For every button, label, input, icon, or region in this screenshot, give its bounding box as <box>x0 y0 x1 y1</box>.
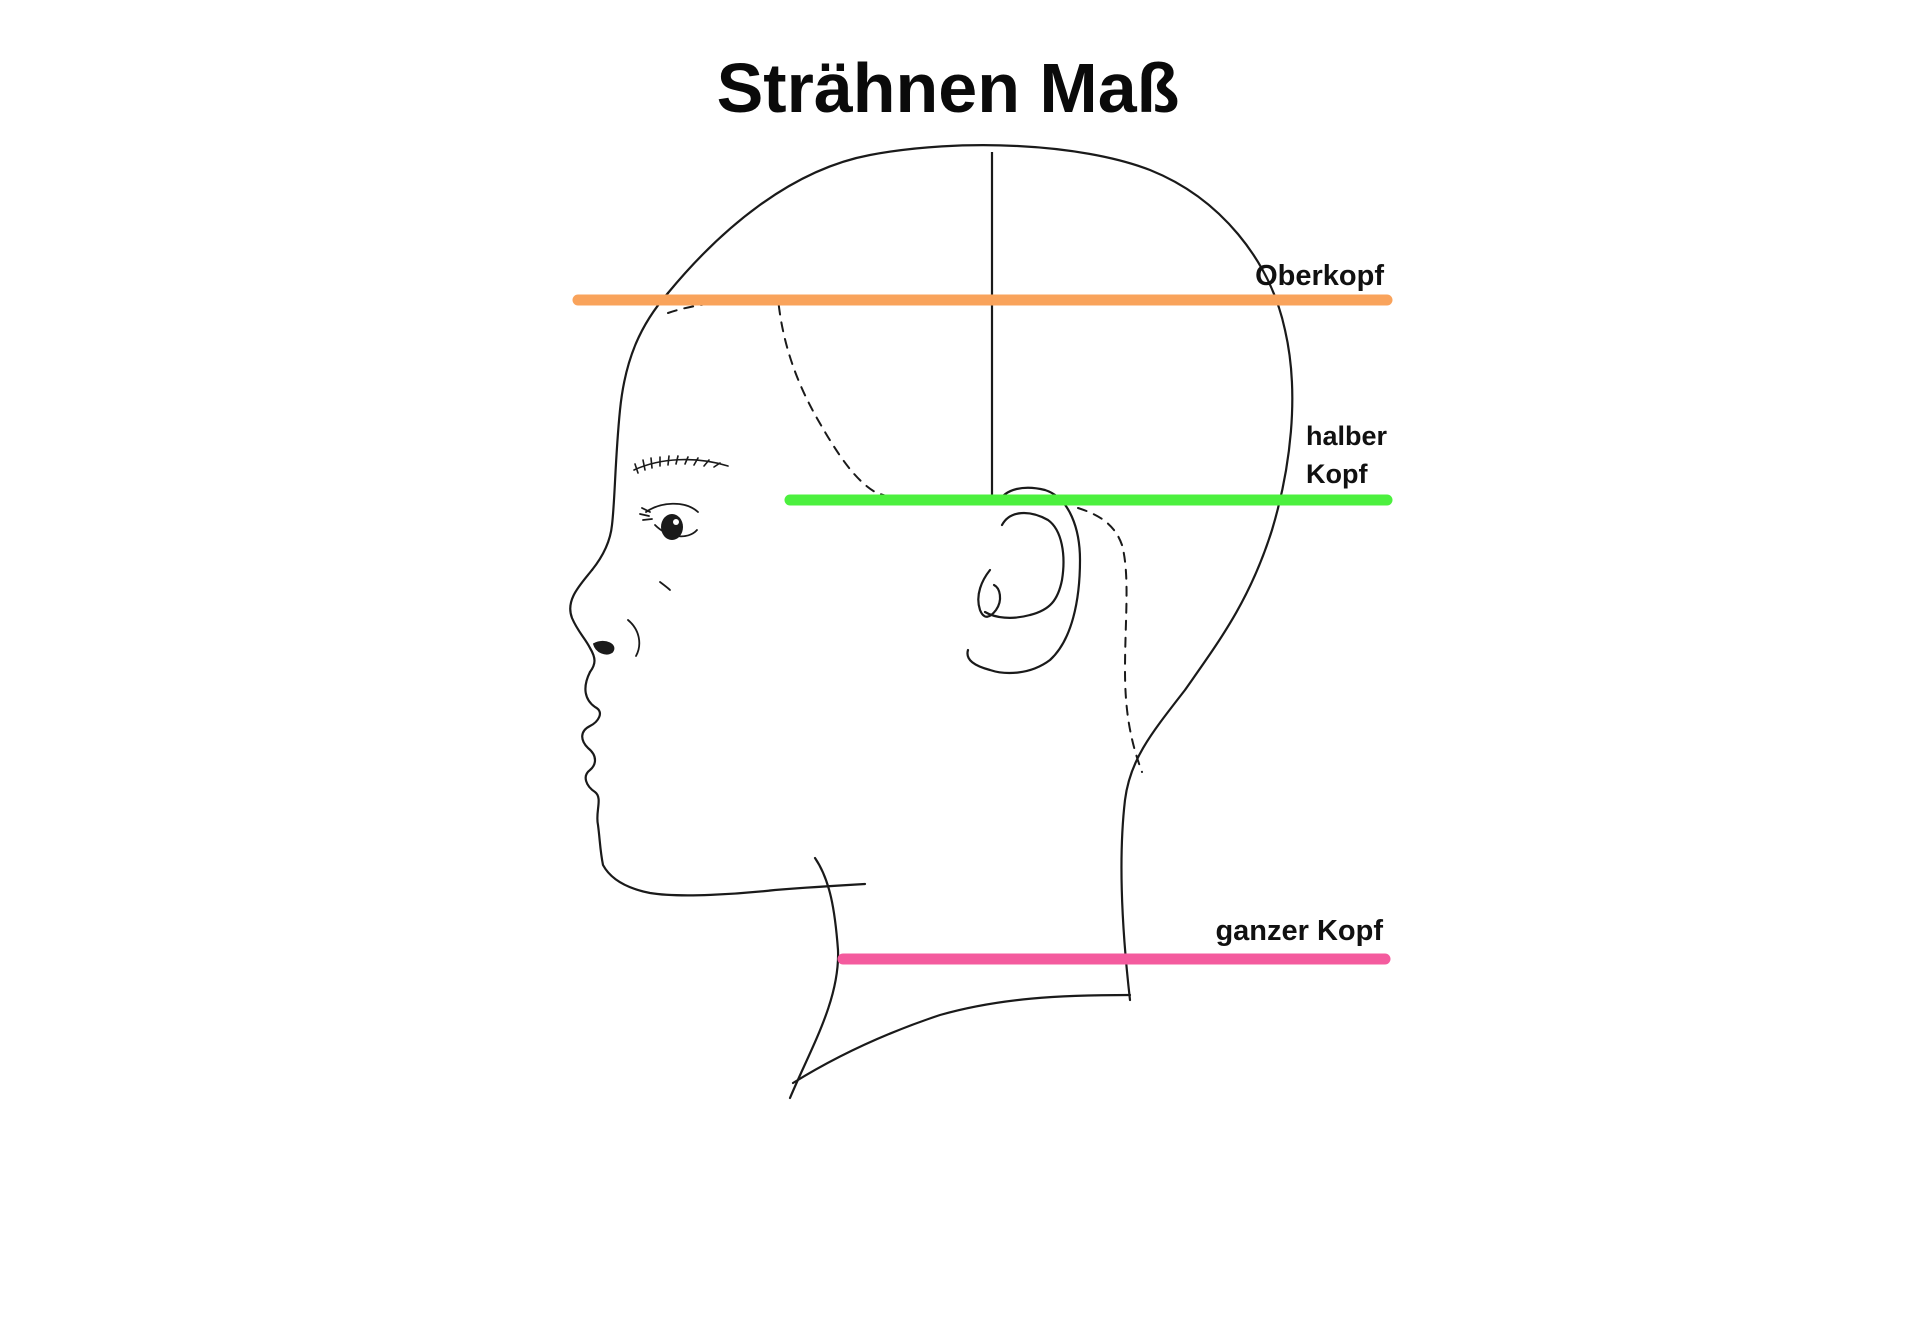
front-hairline-dashed <box>667 296 1003 505</box>
ganzer-kopf-label: ganzer Kopf <box>1215 915 1383 947</box>
halber-label: halber <box>1306 421 1388 451</box>
face-details <box>592 581 671 657</box>
nose-contour <box>569 568 596 674</box>
eyebrow <box>633 455 729 474</box>
diagram-title: Strähnen Maß <box>717 49 1180 127</box>
ear <box>966 486 1082 675</box>
nose-wing <box>627 619 641 657</box>
back-hairline-dashed <box>1077 507 1143 773</box>
oberkopf-label: Oberkopf <box>1255 260 1384 292</box>
ear-outer-contour <box>966 486 1082 675</box>
ear-canal-contour <box>977 568 1002 618</box>
ear-inner-contour <box>983 512 1065 619</box>
skull-contour <box>666 144 1294 1002</box>
head-outline <box>569 144 1294 1100</box>
eye <box>639 502 699 540</box>
neck-front-contour <box>788 856 840 1100</box>
cheek-line <box>659 581 671 591</box>
lips-chin-contour <box>581 670 867 897</box>
forehead-contour <box>590 291 670 572</box>
shoulder-contour <box>791 993 1132 1085</box>
nostril <box>592 640 615 655</box>
hairline-dashed <box>667 296 1143 773</box>
kopf-label: Kopf <box>1306 459 1368 489</box>
iris <box>661 514 683 540</box>
